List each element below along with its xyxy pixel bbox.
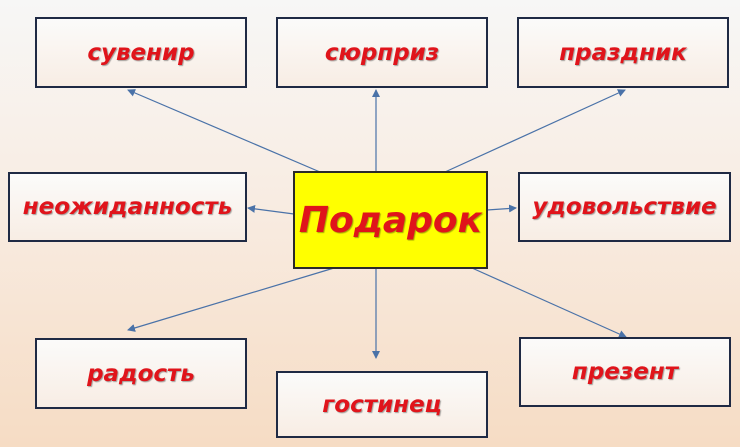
node-syurpriz-label: сюрприз xyxy=(324,39,440,66)
node-prezent: презент xyxy=(519,337,731,407)
arrow-to-radost xyxy=(127,267,335,332)
center-node: Подарок xyxy=(293,171,488,269)
arrow-to-prezent xyxy=(471,267,627,338)
arrow-to-prazdnik xyxy=(444,89,626,173)
node-prazdnik-label: праздник xyxy=(559,39,687,66)
center-node-label: Подарок xyxy=(298,199,483,241)
node-radost: радость xyxy=(35,338,247,409)
arrow-to-suvenir xyxy=(127,89,321,173)
node-suvenir: сувенир xyxy=(35,17,247,88)
node-neozhidannost-label: неожиданность xyxy=(22,194,233,220)
node-prazdnik: праздник xyxy=(517,17,729,88)
node-udovolstvie-label: удовольствие xyxy=(532,194,717,220)
node-radost-label: радость xyxy=(87,360,195,387)
node-gostinets: гостинец xyxy=(276,371,488,438)
arrow-to-udovolstvie xyxy=(486,204,517,213)
node-gostinets-label: гостинец xyxy=(322,391,442,418)
arrow-to-neozhidannost xyxy=(247,204,295,215)
node-prezent-label: презент xyxy=(571,359,679,385)
node-udovolstvie: удовольствие xyxy=(518,172,731,242)
node-neozhidannost: неожиданность xyxy=(8,172,247,242)
node-syurpriz: сюрприз xyxy=(276,17,488,88)
node-suvenir-label: сувенир xyxy=(87,39,195,66)
